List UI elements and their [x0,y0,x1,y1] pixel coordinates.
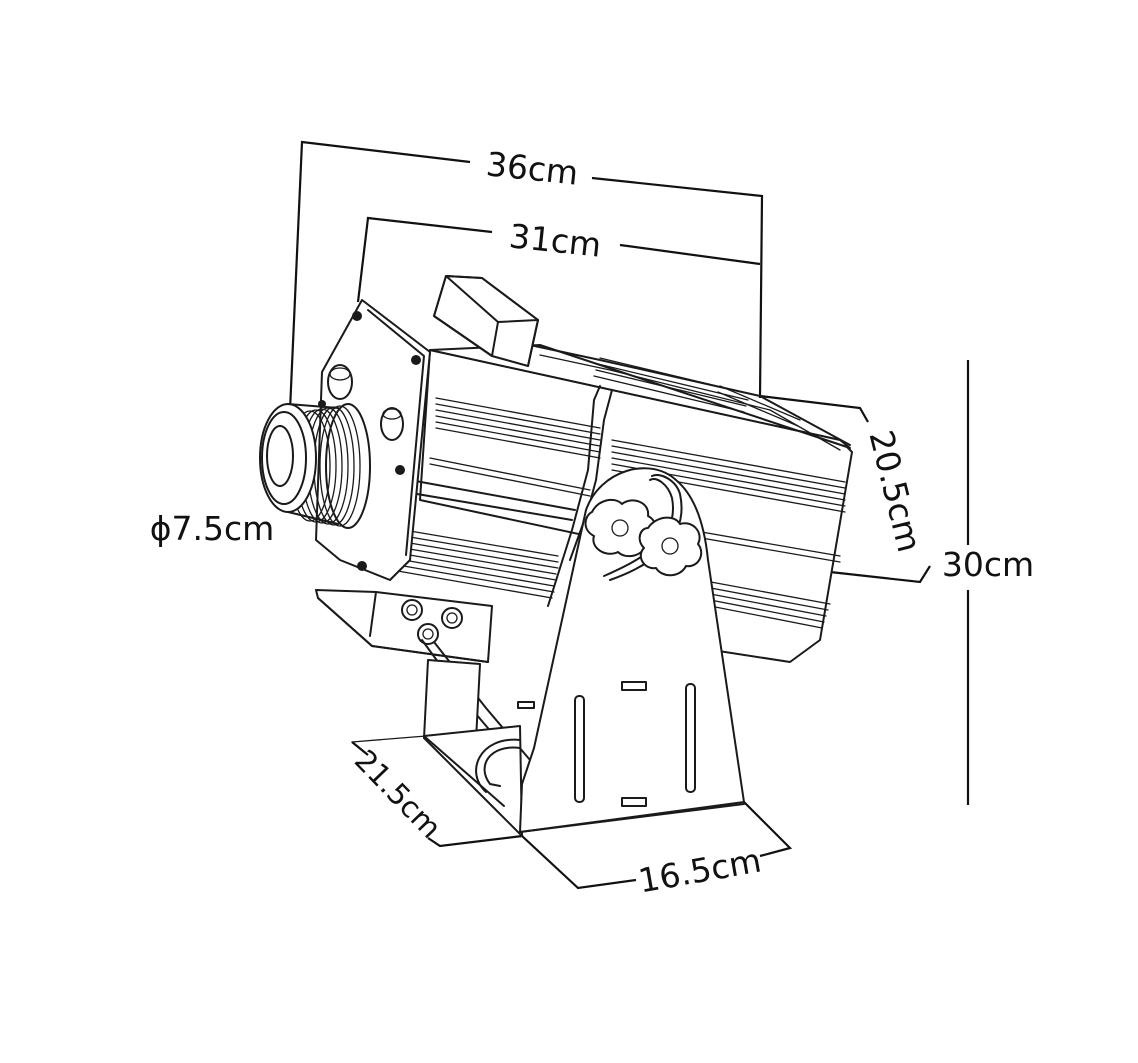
bracket-slot-top [621,681,647,691]
stand-hook-2 [475,738,521,793]
dim-line-21-5cm [351,741,369,756]
front-plate-inner [367,309,425,556]
lens-barrel-front [259,403,317,513]
dim-line-21-5cm-lower [427,834,523,848]
dimension-lines [288,140,970,890]
dim-line-31cm-right [619,243,761,266]
dim-line-36cm-right [591,176,764,399]
dim-line-20-5cm-bottom [829,565,931,584]
dim-line-16-5cm-right [743,801,793,858]
dim-line-36cm [288,140,471,411]
label-30cm: 30cm [942,545,1034,584]
body-seam [409,479,576,511]
label-20-5cm: 20.5cm [862,426,930,556]
connector-2 [441,607,463,629]
stand-slot-back [517,701,535,709]
dim-line-31cm [356,216,493,303]
lower-housing-top [369,591,377,637]
dim-line-16-5cm [521,835,637,890]
bracket-slot-bottom [621,797,647,807]
lower-housing-edge [317,597,489,663]
top-edge-inner [539,354,841,451]
bracket-arc-slot-2 [609,474,683,581]
bracket-slot-left [574,695,585,803]
connector-3 [417,623,439,645]
screw-4 [357,561,367,571]
middle-band [547,385,601,607]
label-lens-diameter: ϕ7.5cm [150,509,275,548]
connector-1 [401,599,423,621]
stand-hook [483,746,521,787]
bracket-slot-right [685,683,696,793]
screw-1 [352,311,362,321]
top-box-edge [433,275,493,357]
fins-upper [429,357,846,629]
front-knob-top [327,364,353,400]
dim-line-20-5cm [759,394,869,423]
label-21-5cm: 21.5cm [348,743,448,845]
lens-glass [266,425,294,487]
screw-3 [395,465,405,475]
top-edge [529,344,851,446]
stand [423,467,745,837]
label-36cm: 36cm [484,144,580,192]
lens-rim [261,411,307,505]
label-31cm: 31cm [507,216,603,264]
tilt-knob-2-icon [638,516,703,577]
label-16-5cm: 16.5cm [635,841,764,901]
dim-ext-21-5cm [351,735,427,743]
bracket-arc-slot [603,478,675,577]
front-knob-right [380,407,404,441]
lens-assembly [259,403,371,529]
screw-2 [411,355,421,365]
stand-base [423,725,523,837]
fins-lower [391,527,559,599]
body-seam-2 [404,491,573,521]
